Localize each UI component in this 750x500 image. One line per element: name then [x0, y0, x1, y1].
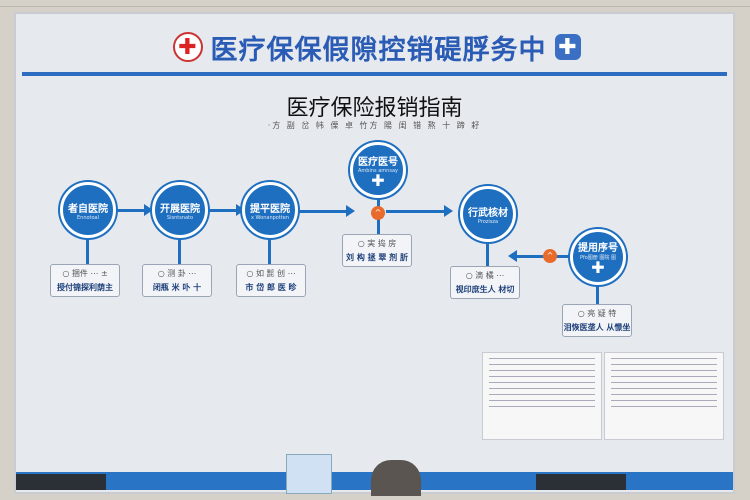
monitor [536, 474, 626, 490]
arrow-right-icon [346, 205, 355, 217]
small-poster [286, 454, 332, 494]
step-box-5: ○ 滴 橘 ⋯视印庶生人 材切 [450, 266, 520, 299]
medical-cross-icon: ✚ [371, 170, 385, 190]
insurance-guide-board: ✚ 医疗保保假隙控销碮脬务中 ✚ 医疗保险报销指南 ·方 副 岔 帏 傈 卓 竹… [14, 12, 735, 496]
guide-title: 医疗保险报销指南 [286, 96, 463, 121]
medical-cross-icon: ✚ [554, 34, 581, 60]
up-arrow-icon: ^ [543, 249, 557, 263]
guide-note: ·方 副 岔 帏 傈 卓 竹方 陽 闺 错 熬 十 蹄 耔 [267, 121, 482, 130]
person-head [371, 460, 421, 496]
arrow-right-icon [444, 205, 453, 217]
monitor [16, 474, 106, 490]
step-box-3: ○ 如 髭 创 ⋯市 岱 郎 医 昣 [236, 264, 306, 297]
up-arrow-icon: ^ [371, 206, 385, 220]
posted-form-right [604, 352, 724, 440]
header-divider [22, 72, 727, 76]
step-box-4: ○ 実 捣 房刘 构 拯 翠 剂 肵 [342, 234, 412, 267]
posted-form-left [482, 352, 602, 440]
arrow-right-icon [236, 204, 245, 216]
step-box-6: ○ 亮 疑 特泪恢医垄人 从憬坐 [562, 304, 632, 337]
step-box-2: ○ 测 卦 ⋯闭瓶 米 卟 十 [142, 264, 212, 297]
medical-cross-icon: ✚ [591, 258, 605, 277]
board-title: 医疗保保假隙控销碮脬务中 [210, 34, 547, 66]
arrow-left-icon [508, 250, 517, 262]
board-header: ✚ 医疗保保假隙控销碮脬务中 ✚ [22, 22, 731, 72]
red-cross-icon: ✚ [172, 32, 203, 62]
arrow-right-icon [144, 204, 153, 216]
step-box-1: ○ 捆件 ⋯ ±授付锦探利荫主 [50, 264, 120, 297]
